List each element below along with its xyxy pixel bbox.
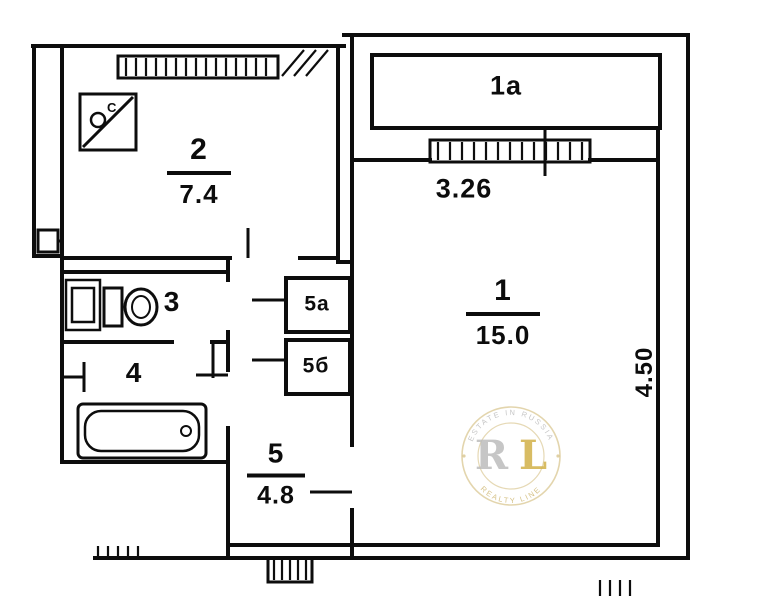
room-2-number: 2	[190, 133, 208, 166]
watermark-initial-l: L	[519, 432, 547, 479]
room-1a-label: 1a	[489, 70, 523, 101]
room-3-label: 3	[163, 286, 181, 317]
room-5-number: 5	[267, 437, 285, 469]
watermark-initials: R L	[475, 432, 547, 479]
watermark-initial-r: R	[475, 432, 509, 479]
room-2-divider-line	[167, 171, 231, 175]
room-1-label-group: 1 15.0	[466, 276, 540, 348]
room-5-divider-line	[247, 473, 305, 478]
room-5a-label: 5a	[304, 292, 330, 316]
dim-width-label: 3.26	[435, 173, 493, 204]
door-ticks	[196, 128, 547, 494]
window-frames	[116, 54, 592, 584]
svg-text:REALTY LINE: REALTY LINE	[479, 484, 543, 505]
watermark-outer-ring	[461, 406, 561, 506]
room-5-label-group: 5 4.8	[247, 437, 305, 510]
shower-label: С	[107, 100, 117, 115]
watermark-dot-left	[462, 454, 466, 458]
watermark-inner-ring	[477, 422, 545, 490]
room-1-divider-line	[466, 312, 540, 316]
sink-icon	[64, 278, 102, 332]
room-2-area: 7.4	[179, 179, 219, 209]
room-5-area: 4.8	[257, 481, 295, 510]
room-1-area: 15.0	[475, 320, 531, 350]
window-hatch	[96, 49, 632, 596]
radiator-icon	[36, 228, 86, 392]
watermark-dot-right	[556, 454, 560, 458]
room-4-label: 4	[125, 357, 143, 388]
toilet-icon	[102, 286, 159, 328]
room-1-number: 1	[494, 274, 512, 307]
walls	[31, 33, 690, 560]
watermark-logo: R L ESTATE IN RUSSIA REALTY LINE	[461, 406, 561, 506]
dim-height-label: 4.50	[631, 346, 658, 398]
room-5b-label: 5б	[302, 354, 330, 378]
room-2-label-group: 2 7.4	[167, 135, 231, 207]
watermark-arc-bottom-text: REALTY LINE	[479, 484, 541, 505]
bathtub-icon	[76, 402, 208, 460]
shower-icon: С	[78, 92, 138, 152]
